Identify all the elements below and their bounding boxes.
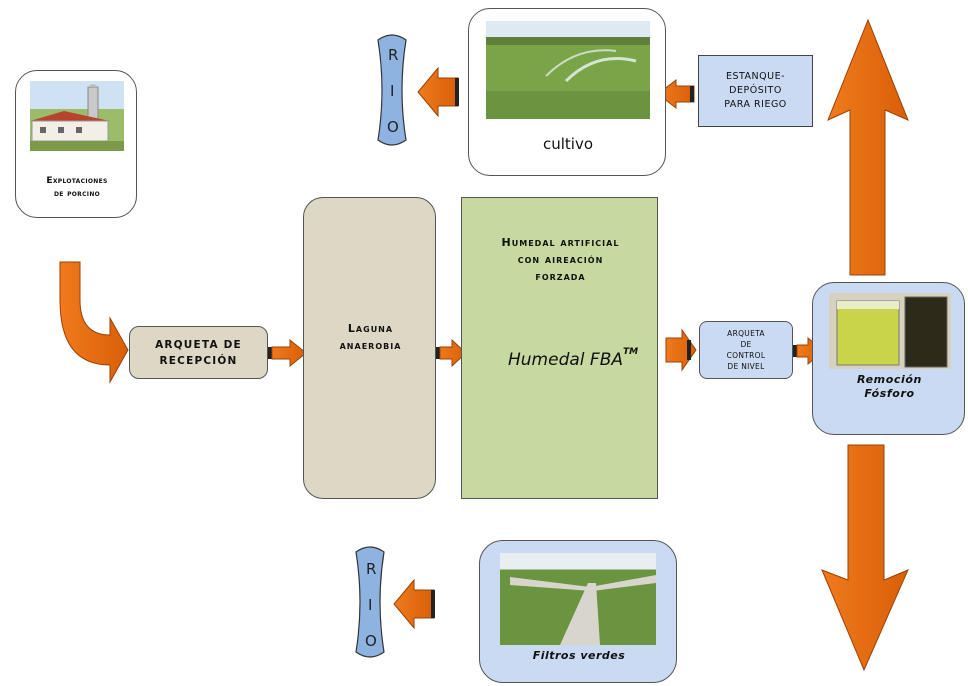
farm-photo: [30, 81, 124, 151]
arqueta-recepcion-line1: ARQUETA DE: [155, 338, 242, 351]
arrow-laguna-to-humedal: [436, 338, 467, 368]
estanque-line2: DEPÓSITO: [729, 85, 782, 96]
farm-label: Explotaciones de porcino: [20, 175, 134, 201]
fosforo-card: Remoción Fósforo: [812, 282, 965, 435]
arqueta-control-line4: DE NIVEL: [727, 362, 765, 371]
laguna-label: Laguna anaerobia: [304, 320, 437, 354]
farm-card: Explotaciones de porcino: [15, 70, 137, 218]
arqueta-control-box: ARQUETA DE CONTROL DE NIVEL: [699, 321, 793, 379]
arqueta-recepcion-line2: RECEPCIÓN: [159, 354, 238, 367]
estanque-line3: PARA RIEGO: [724, 99, 787, 110]
rio-top-letter-r: R: [388, 46, 399, 64]
humedal-tm: TM: [622, 347, 639, 358]
arrow-filtros-to-rio: [393, 578, 435, 630]
humedal-brand-text: Humedal FBA: [508, 350, 623, 370]
farm-label-line2: de porcino: [53, 189, 101, 199]
arqueta-control-line2: DE: [740, 340, 752, 349]
estanque-box: ESTANQUE- DEPÓSITO PARA RIEGO: [698, 55, 813, 127]
cultivo-photo: [486, 21, 650, 119]
fosforo-photo: [829, 293, 951, 369]
curved-arrow-farm-to-arqueta: [59, 261, 129, 384]
humedal-title: Humedal artificial con aireación forzada: [462, 234, 659, 285]
farm-label-line1: Explotaciones: [46, 176, 108, 186]
arqueta-recepcion-box: ARQUETA DE RECEPCIÓN: [129, 326, 268, 379]
arrow-cultivo-to-rio: [417, 66, 459, 118]
filtros-photo: [500, 553, 656, 645]
big-arrow-down-to-filtros: [821, 444, 909, 672]
fosforo-line2: Fósforo: [864, 387, 915, 400]
laguna-box: Laguna anaerobia: [303, 197, 436, 499]
big-arrow-up-to-estanque: [827, 18, 909, 276]
filtros-card: Filtros verdes: [479, 540, 677, 683]
humedal-line1: Humedal artificial: [501, 236, 620, 249]
estanque-line1: ESTANQUE-: [725, 71, 786, 82]
rio-bottom-letter-i: I: [368, 596, 373, 614]
fosforo-label: Remoción Fósforo: [813, 373, 966, 401]
arrow-estanque-to-cultivo: [657, 78, 695, 110]
cultivo-label: cultivo: [542, 135, 594, 153]
rio-top-letter-o: O: [387, 118, 399, 136]
humedal-box: Humedal artificial con aireación forzada…: [461, 197, 658, 499]
rio-banner-top: [377, 34, 407, 146]
filtros-label: Filtros verdes: [532, 649, 626, 662]
cultivo-card: cultivo: [468, 8, 666, 176]
rio-banner-bottom: [355, 546, 385, 658]
laguna-line1: Laguna: [347, 322, 394, 335]
arrow-humedal-to-control: [665, 328, 697, 372]
rio-top-letter-i: I: [390, 82, 395, 100]
humedal-brand: Humedal FBATM: [508, 347, 639, 370]
fosforo-line1: Remoción: [857, 373, 922, 386]
arqueta-control-line3: CONTROL: [726, 351, 766, 360]
rio-bottom-letter-r: R: [366, 560, 377, 578]
humedal-line3: forzada: [535, 270, 586, 283]
rio-bottom-letter-o: O: [365, 632, 377, 650]
laguna-line2: anaerobia: [339, 339, 402, 352]
arqueta-control-line1: ARQUETA: [727, 329, 765, 338]
arrow-arqueta-to-laguna: [268, 338, 307, 368]
humedal-line2: con aireación: [517, 253, 604, 266]
